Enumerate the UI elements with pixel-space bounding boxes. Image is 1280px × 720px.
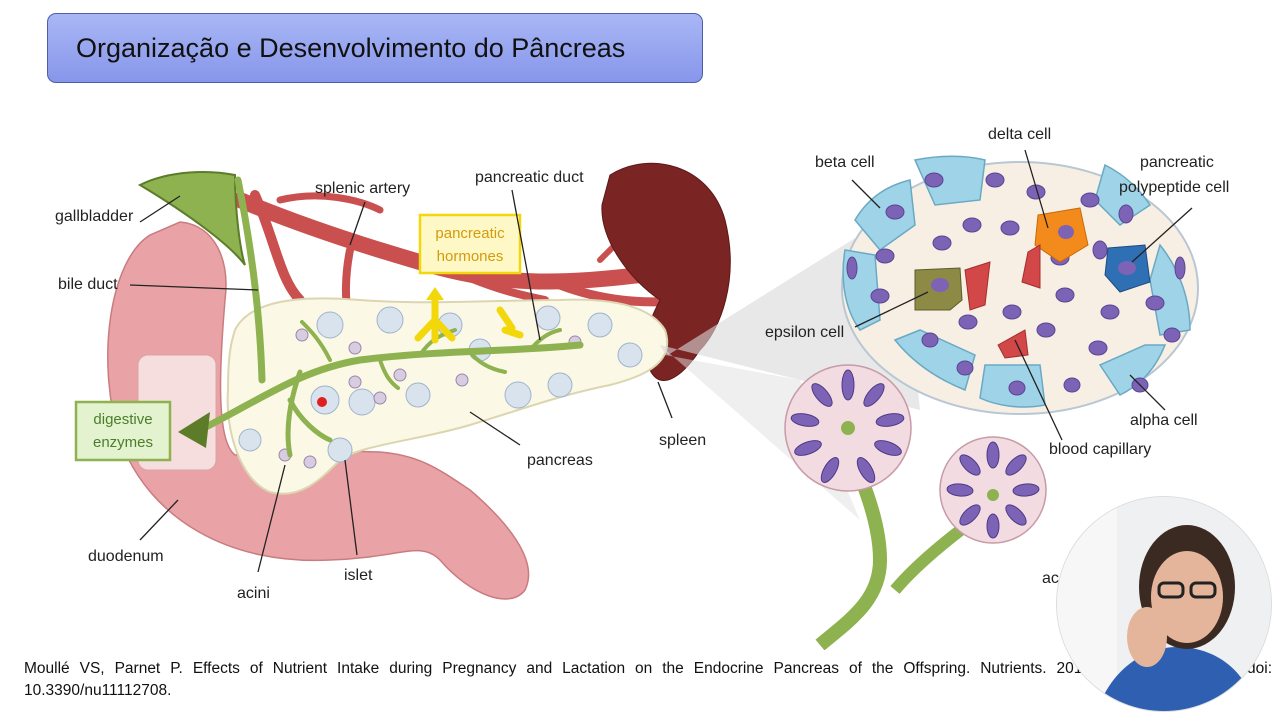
islet-enlargement	[841, 155, 1199, 415]
pp-cell-label-line1: pancreatic	[1140, 154, 1214, 171]
presenter-webcam	[1056, 496, 1272, 712]
blood-capillary-label: blood capillary	[1049, 441, 1151, 458]
acini-enlargement	[784, 364, 1047, 650]
leader-lines-left	[129, 189, 673, 573]
presenter-image	[1057, 497, 1271, 711]
acini-label: acini	[237, 585, 270, 602]
hormone-arrows	[414, 296, 524, 344]
pancreatic-hormones-line2: hormones	[437, 248, 504, 265]
alpha-cell-label: alpha cell	[1130, 412, 1198, 429]
bile-duct-label: bile duct	[58, 276, 118, 293]
spleen-label: spleen	[659, 432, 706, 449]
slide-title: Organização e Desenvolvimento do Pâncrea…	[76, 32, 626, 63]
pp-cell-label-line2: polypeptide cell	[1119, 179, 1229, 196]
pancreatic-hormones-line1: pancreatic	[435, 225, 505, 242]
digestive-enzyme-arrow	[178, 412, 210, 448]
gallbladder-shape	[137, 171, 246, 266]
leader-lines-right	[851, 149, 1193, 441]
gallbladder-label: gallbladder	[55, 208, 134, 225]
epsilon-cell-label: epsilon cell	[765, 324, 844, 341]
delta-cell-label: delta cell	[988, 126, 1051, 143]
duct-system	[196, 176, 584, 458]
splenic-artery-label: splenic artery	[315, 180, 410, 197]
spleen-shape	[601, 162, 731, 381]
islet-highlight	[317, 397, 327, 407]
duodenum-label: duodenum	[88, 548, 164, 565]
pancreas-diagram: pancreatic hormones digestive enzymes ga…	[55, 126, 1229, 650]
digestive-enzymes-line1: digestive	[93, 411, 152, 428]
acini-partial-label: ac	[1042, 570, 1059, 587]
beta-cell-label: beta cell	[815, 154, 875, 171]
islets	[238, 305, 643, 463]
digestive-enzymes-line2: enzymes	[93, 434, 153, 451]
digestive-enzymes-box	[74, 400, 172, 462]
pancreas-label: pancreas	[527, 452, 593, 469]
slide-title-box: Organização e Desenvolvimento do Pâncrea…	[47, 13, 703, 83]
islet-label: islet	[344, 567, 373, 584]
hormone-arrow-head	[426, 287, 444, 300]
pancreatic-duct-label: pancreatic duct	[475, 169, 584, 186]
pancreatic-hormones-box	[418, 213, 522, 275]
citation-text: Moullé VS, Parnet P. Effects of Nutrient…	[24, 660, 1272, 699]
